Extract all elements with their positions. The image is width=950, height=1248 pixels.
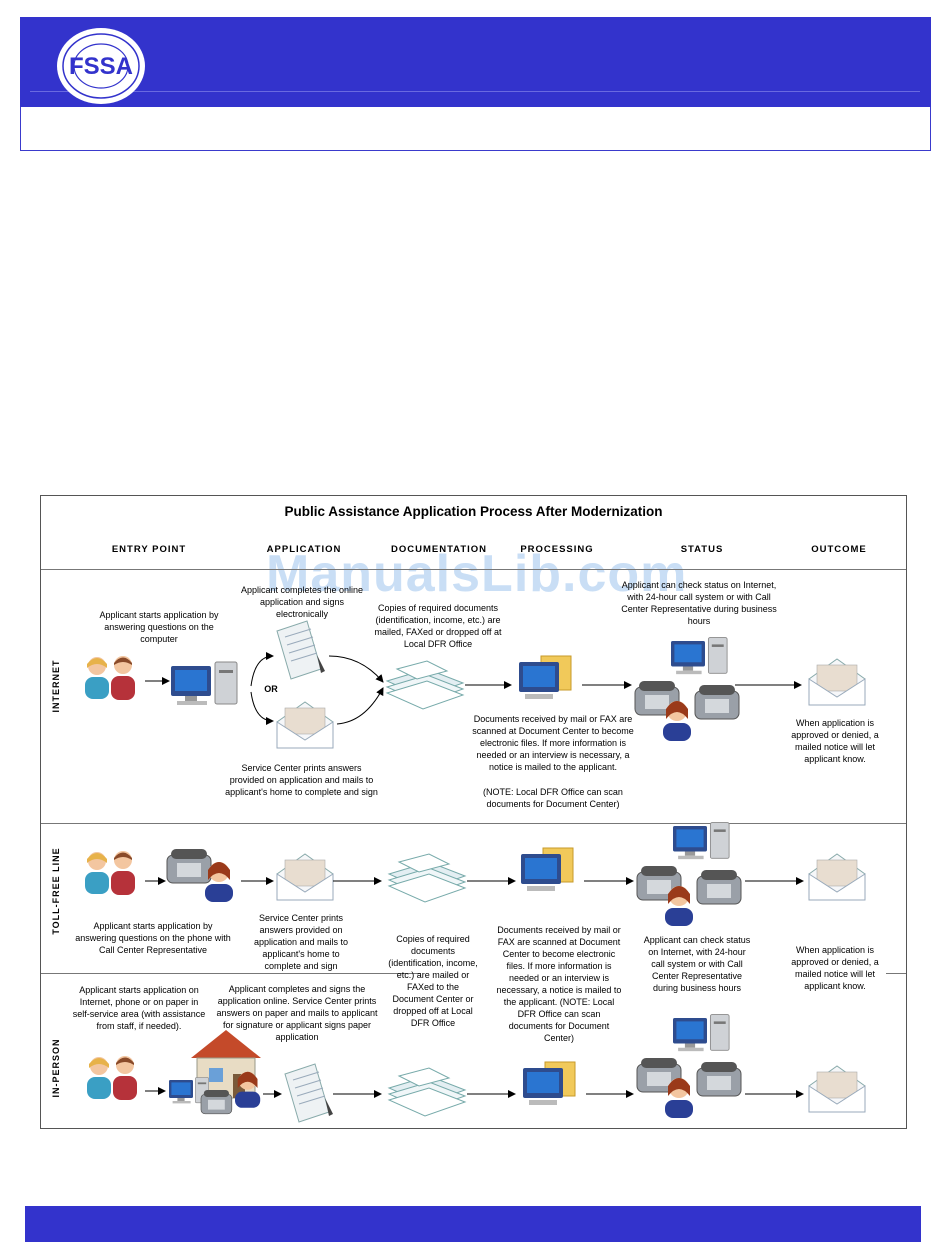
- tollfree-envelope-icon: [277, 854, 333, 900]
- internet-paper-icon: [277, 621, 325, 679]
- inperson-outcome-envelope-icon: [809, 1066, 865, 1112]
- diagram-graphics: [41, 496, 906, 1128]
- tollfree-documents-icon: [389, 854, 465, 902]
- header-rule: [30, 91, 920, 92]
- inperson-paper-icon: [285, 1064, 333, 1122]
- svg-text:FSSA: FSSA: [69, 53, 133, 80]
- tollfree-status-icon: [637, 823, 741, 926]
- inperson-status-icon: [637, 1015, 741, 1118]
- inperson-scan-icon: [523, 1062, 575, 1105]
- internet-envelope-icon: [277, 702, 333, 748]
- internet-people-icon: [85, 656, 135, 700]
- tollfree-scan-icon: [521, 848, 573, 891]
- process-diagram: ManualsLib.com Public Assistance Applica…: [40, 495, 907, 1129]
- tollfree-phone-icon: [167, 849, 211, 883]
- inperson-documents-icon: [389, 1068, 465, 1116]
- internet-documents-icon: [387, 661, 463, 709]
- inperson-people-icon: [87, 1056, 137, 1100]
- internet-computer-icon: [171, 662, 237, 705]
- internet-outcome-envelope-icon: [809, 659, 865, 705]
- tollfree-outcome-envelope-icon: [809, 854, 865, 900]
- fssa-logo: FSSA: [55, 26, 147, 106]
- header-band: [20, 17, 931, 107]
- internet-status-icon: [635, 638, 739, 741]
- tollfree-people-icon: [85, 851, 135, 895]
- footer-band: [25, 1206, 921, 1242]
- inperson-phone-icon: [201, 1090, 232, 1114]
- internet-scan-icon: [519, 656, 571, 699]
